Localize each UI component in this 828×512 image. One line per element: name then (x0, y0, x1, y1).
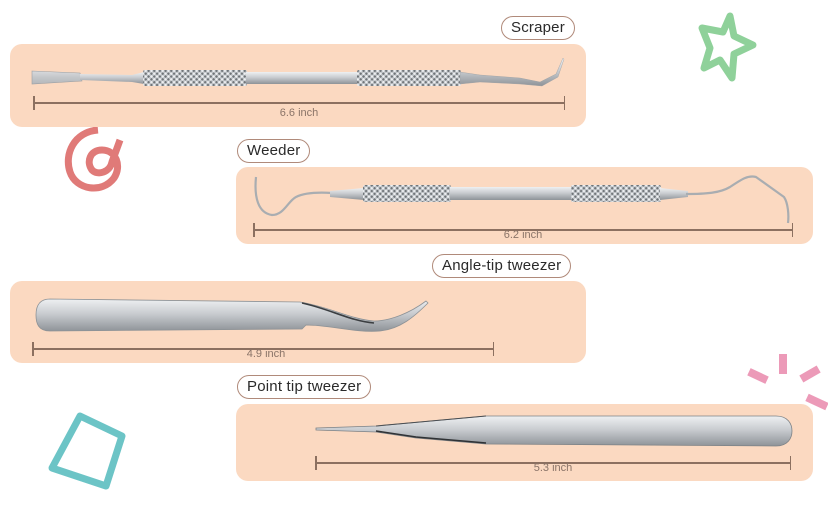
tool-label-angle-tip-tweezer: Angle-tip tweezer (432, 254, 572, 278)
length-weeder: 6.2 inch (503, 229, 543, 241)
burst-lines-icon (747, 354, 828, 411)
tool-panel-weeder: 6.2 inch (236, 167, 813, 244)
measure-line-point-tip (315, 456, 791, 470)
tool-panel-point-tip-tweezer: 5.3 inch (236, 404, 813, 481)
weeder-tool-image (254, 175, 790, 224)
length-scraper: 6.6 inch (279, 107, 319, 119)
measure-line-angle-tip (32, 342, 494, 356)
tool-label-weeder: Weeder (237, 139, 311, 163)
point-tip-tweezer-image (315, 415, 793, 447)
square-outline-icon (48, 412, 126, 490)
measure-line-scraper (33, 96, 565, 110)
tool-panel-scraper: 6.6 inch (10, 44, 586, 127)
length-angle-tip-tweezer: 4.9 inch (246, 348, 286, 360)
scraper-tool-image (31, 57, 565, 87)
tool-panel-angle-tip-tweezer: 4.9 inch (10, 281, 586, 363)
length-point-tip-tweezer: 5.3 inch (533, 462, 573, 474)
swirl-icon (64, 126, 124, 192)
angle-tip-tweezer-image (35, 298, 429, 332)
tool-label-point-tip-tweezer: Point tip tweezer (237, 375, 372, 399)
tool-label-scraper: Scraper (501, 16, 575, 40)
star-icon (698, 12, 757, 82)
measure-line-weeder (253, 223, 793, 237)
